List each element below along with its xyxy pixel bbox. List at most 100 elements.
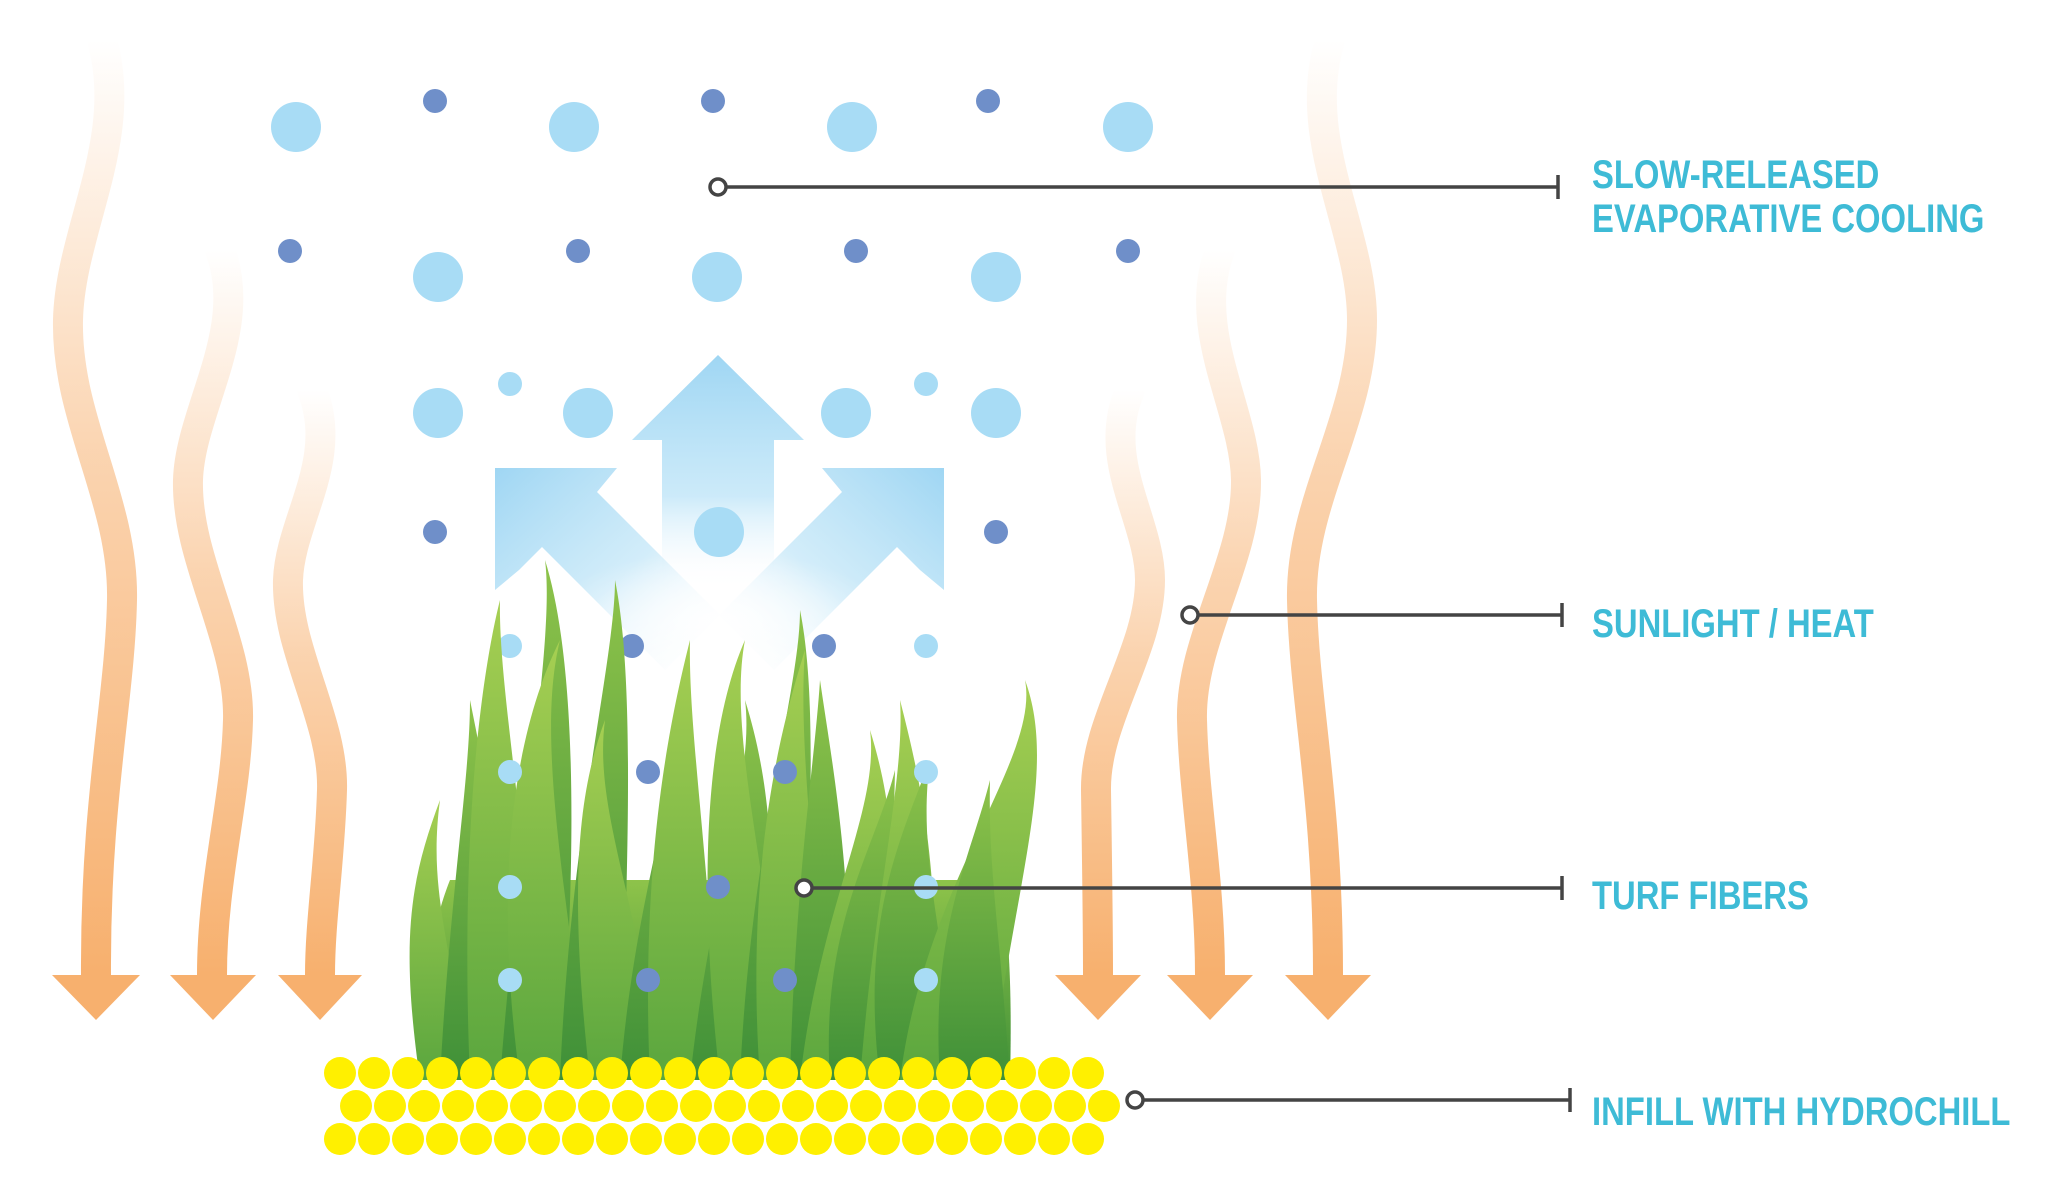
infill-pellet-icon bbox=[902, 1123, 934, 1155]
infill-pellet-icon bbox=[936, 1057, 968, 1089]
infill-pellet-icon bbox=[562, 1123, 594, 1155]
label-cooling-line1: SLOW-RELEASED bbox=[1592, 153, 1880, 197]
infill-pellet-icon bbox=[748, 1090, 780, 1122]
infill-pellet-icon bbox=[460, 1057, 492, 1089]
label-evaporative-cooling: SLOW-RELEASED EVAPORATIVE COOLING bbox=[1592, 153, 1984, 241]
leader-lines bbox=[708, 175, 1572, 1112]
infill-pellet-icon bbox=[664, 1123, 696, 1155]
water-droplet-icon bbox=[498, 968, 522, 992]
water-droplet-icon bbox=[844, 239, 868, 263]
water-droplet-icon bbox=[692, 252, 742, 302]
infill-pellet-icon bbox=[850, 1090, 882, 1122]
water-droplet-icon bbox=[498, 372, 522, 396]
infill-pellet-icon bbox=[868, 1123, 900, 1155]
wavy-down-arrow-icon bbox=[1055, 375, 1166, 1020]
infill-pellet-icon bbox=[782, 1090, 814, 1122]
infill-pellet-icon bbox=[1020, 1090, 1052, 1122]
water-droplet-icon bbox=[971, 252, 1021, 302]
infill-pellet-icon bbox=[324, 1057, 356, 1089]
grass-blade bbox=[938, 780, 1010, 1080]
water-droplet-icon bbox=[423, 89, 447, 113]
water-droplet-icon bbox=[773, 968, 797, 992]
water-droplet-icon bbox=[413, 252, 463, 302]
infill-pellet-icon bbox=[358, 1057, 390, 1089]
water-droplet-icon bbox=[984, 520, 1008, 544]
water-droplet-icon bbox=[976, 89, 1000, 113]
water-droplet-icon bbox=[1103, 102, 1153, 152]
infill-pellet-icon bbox=[528, 1057, 560, 1089]
infill-pellet-icon bbox=[528, 1123, 560, 1155]
leader-heat bbox=[1180, 603, 1564, 627]
water-droplet-icon bbox=[423, 520, 447, 544]
infill-pellet-icon bbox=[680, 1090, 712, 1122]
water-droplet-icon bbox=[694, 507, 744, 557]
infill-pellet-icon bbox=[766, 1123, 798, 1155]
infill-pellet-icon bbox=[646, 1090, 678, 1122]
infill-pellet-icon bbox=[426, 1057, 458, 1089]
infill-pellet-icon bbox=[408, 1090, 440, 1122]
infill-pellet-icon bbox=[1054, 1090, 1086, 1122]
infill-pellet-icon bbox=[698, 1123, 730, 1155]
infill-pellet-icon bbox=[358, 1123, 390, 1155]
infill-pellet-icon bbox=[800, 1057, 832, 1089]
water-droplet-icon bbox=[636, 968, 660, 992]
infill-pellet-icon bbox=[664, 1057, 696, 1089]
water-droplet-icon bbox=[271, 102, 321, 152]
infill-pellet-icon bbox=[544, 1090, 576, 1122]
leader-turf bbox=[794, 876, 1564, 900]
infill-pellet-icon bbox=[476, 1090, 508, 1122]
infill-pellet-icon bbox=[392, 1123, 424, 1155]
infill-pellet-icon bbox=[816, 1090, 848, 1122]
infill-pellet-icon bbox=[596, 1123, 628, 1155]
infill-pellet-icon bbox=[918, 1090, 950, 1122]
heat-arrows bbox=[52, 25, 1378, 1020]
water-droplet-icon bbox=[971, 388, 1021, 438]
infill-pellet-icon bbox=[970, 1057, 1002, 1089]
infill-pellet-icon bbox=[834, 1057, 866, 1089]
label-sunlight-heat: SUNLIGHT / HEAT bbox=[1592, 602, 1874, 646]
infill-pellet-icon bbox=[494, 1057, 526, 1089]
water-droplets bbox=[271, 89, 1153, 658]
infill-pellets bbox=[324, 1057, 1120, 1155]
infill-pellet-icon bbox=[596, 1057, 628, 1089]
infill-pellet-icon bbox=[1038, 1123, 1070, 1155]
infill-pellet-icon bbox=[392, 1057, 424, 1089]
grass-blade bbox=[648, 640, 720, 1080]
label-infill-hydrochill: INFILL WITH HYDROCHILL bbox=[1592, 1090, 2011, 1134]
infill-pellet-icon bbox=[884, 1090, 916, 1122]
infill-pellet-icon bbox=[324, 1123, 356, 1155]
infill-pellet-icon bbox=[970, 1123, 1002, 1155]
infill-pellet-icon bbox=[1088, 1090, 1120, 1122]
infill-pellet-icon bbox=[698, 1057, 730, 1089]
water-droplet-icon bbox=[914, 634, 938, 658]
wavy-down-arrow-icon bbox=[1285, 25, 1378, 1020]
water-droplet-icon bbox=[566, 239, 590, 263]
infill-pellet-icon bbox=[1004, 1123, 1036, 1155]
infill-pellet-icon bbox=[612, 1090, 644, 1122]
infill-pellet-icon bbox=[902, 1057, 934, 1089]
infill-pellet-icon bbox=[766, 1057, 798, 1089]
wavy-down-arrow-icon bbox=[170, 235, 256, 1020]
water-droplet-icon bbox=[636, 760, 660, 784]
infill-pellet-icon bbox=[442, 1090, 474, 1122]
wavy-down-arrow-icon bbox=[272, 375, 362, 1020]
infill-pellet-icon bbox=[1072, 1057, 1104, 1089]
water-droplet-icon bbox=[498, 760, 522, 784]
infill-pellet-icon bbox=[834, 1123, 866, 1155]
water-droplet-icon bbox=[498, 875, 522, 899]
infill-pellet-icon bbox=[800, 1123, 832, 1155]
infill-pellet-icon bbox=[732, 1123, 764, 1155]
infill-pellet-icon bbox=[714, 1090, 746, 1122]
wavy-down-arrow-icon bbox=[1167, 235, 1262, 1020]
label-turf-fibers: TURF FIBERS bbox=[1592, 874, 1809, 918]
infill-pellet-icon bbox=[630, 1123, 662, 1155]
water-droplet-icon bbox=[563, 388, 613, 438]
water-droplet-icon bbox=[914, 968, 938, 992]
leader-cooling bbox=[708, 175, 1560, 199]
infill-pellet-icon bbox=[460, 1123, 492, 1155]
water-droplet-icon bbox=[914, 760, 938, 784]
water-droplet-icon bbox=[827, 102, 877, 152]
water-droplet-icon bbox=[278, 239, 302, 263]
water-droplet-icon bbox=[549, 102, 599, 152]
